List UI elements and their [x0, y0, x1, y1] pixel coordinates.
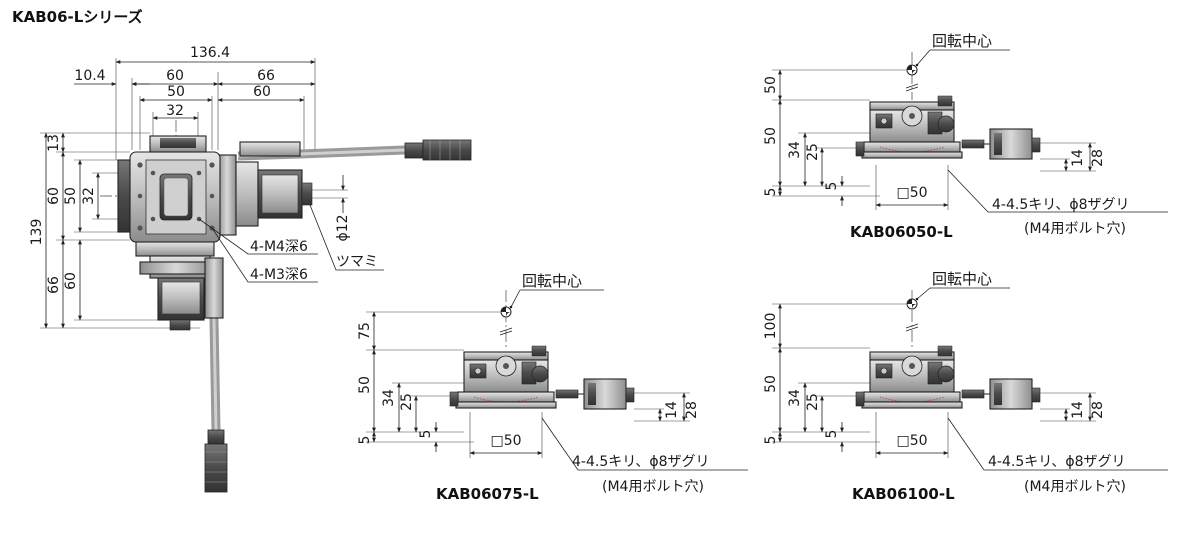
rotation-center-label-2: 回転中心 — [522, 272, 582, 290]
dim-5a-2: 5 — [357, 436, 373, 445]
hole-note-sub-1: (M4用ボルト穴) — [1024, 221, 1126, 237]
dim-5b-1: 5 — [824, 182, 840, 191]
label-m4-tap: 4-M4深6 — [250, 239, 308, 255]
dim-body-3: 50 — [763, 375, 779, 393]
dim-height-1: 50 — [763, 76, 779, 94]
dim-66-top: 66 — [257, 68, 275, 84]
rotation-center-label-1: 回転中心 — [932, 32, 992, 50]
dim-5b-2: 5 — [418, 430, 434, 439]
dim-height-3: 100 — [763, 313, 779, 340]
model-label-2: KAB06075-L — [436, 485, 539, 503]
dim-14-2: 14 — [664, 401, 680, 419]
hole-note-1: 4-4.5キリ、ϕ8ザグリ — [992, 197, 1130, 213]
hole-note-sub-3: (M4用ボルト穴) — [1024, 479, 1126, 495]
dim-32-vertical: 32 — [81, 187, 97, 205]
side-view-kab06050: 回転中心 50 50 5 34 25 5 14 28 □50 — [763, 32, 1168, 241]
dim-height-2: 75 — [357, 322, 373, 340]
dim-28-2: 28 — [684, 401, 700, 419]
dim-25-2: 25 — [399, 393, 415, 411]
dim-body-2: 50 — [357, 376, 373, 394]
dim-square-2: □50 — [490, 433, 521, 449]
dim-50-vertical: 50 — [63, 187, 79, 205]
label-m3-tap: 4-M3深6 — [250, 267, 308, 283]
dim-25-3: 25 — [805, 393, 821, 411]
hole-note-3: 4-4.5キリ、ϕ8ザグリ — [988, 454, 1126, 470]
dim-14-3: 14 — [1070, 401, 1086, 419]
dim-60-vertical: 60 — [46, 187, 62, 205]
dim-60-vertical-2: 60 — [63, 272, 79, 290]
dim-5a-3: 5 — [763, 436, 779, 445]
rotation-center-label-3: 回転中心 — [932, 270, 992, 288]
dim-66-vertical: 66 — [46, 276, 62, 294]
dim-left-offset: 10.4 — [74, 68, 105, 84]
dim-34-2: 34 — [381, 389, 397, 407]
dim-14-1: 14 — [1070, 149, 1086, 167]
side-view-kab06075: 回転中心 75 50 5 34 25 5 14 28 □50 — [357, 272, 748, 503]
dim-5b-3: 5 — [824, 430, 840, 439]
dim-60-top-2: 60 — [253, 84, 271, 100]
dim-50-top: 50 — [167, 84, 185, 100]
dim-square-3: □50 — [896, 433, 927, 449]
dim-34-1: 34 — [787, 141, 803, 159]
dim-25-1: 25 — [805, 143, 821, 161]
dim-28-1: 28 — [1090, 149, 1106, 167]
label-knob: ツマミ — [336, 254, 378, 270]
dim-139: 139 — [29, 219, 45, 246]
dim-phi12: ϕ12 — [335, 214, 351, 241]
connector-icon — [404, 142, 424, 159]
dim-square-1: □50 — [896, 185, 927, 201]
dim-28-3: 28 — [1090, 401, 1106, 419]
dim-body-1: 50 — [763, 127, 779, 145]
side-view-kab06100: 回転中心 100 50 5 34 25 5 14 28 □50 — [763, 270, 1168, 503]
dim-5a-1: 5 — [763, 188, 779, 197]
hole-note-2: 4-4.5キリ、ϕ8ザグリ — [572, 454, 710, 470]
dim-32-top: 32 — [166, 103, 184, 119]
dim-total-width: 136.4 — [190, 45, 230, 61]
main-top-view: 136.4 10.4 60 66 50 60 32 139 13 60 — [29, 45, 472, 493]
dim-34-3: 34 — [787, 389, 803, 407]
dim-13: 13 — [46, 134, 62, 152]
hole-note-sub-2: (M4用ボルト穴) — [602, 479, 704, 495]
dim-60-top: 60 — [166, 68, 184, 84]
model-label-3: KAB06100-L — [852, 485, 955, 503]
model-label-1: KAB06050-L — [850, 223, 953, 241]
series-title: KAB06-Lシリーズ — [12, 8, 143, 26]
